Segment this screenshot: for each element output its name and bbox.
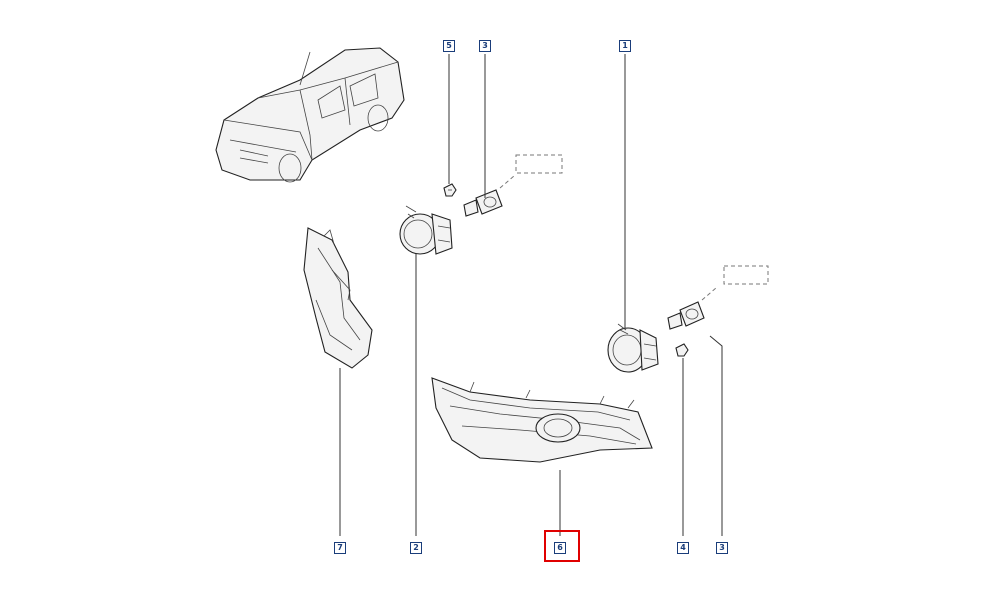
bezel-part-6 [431, 377, 653, 463]
callout-2[interactable]: 2 [410, 542, 422, 554]
leader-lines [339, 54, 723, 536]
bulb-part-3-bottom [667, 265, 769, 330]
fog-lamp-part-1 [607, 323, 659, 373]
screw-part-5 [443, 183, 457, 197]
callout-3-top[interactable]: 3 [479, 40, 491, 52]
callout-7[interactable]: 7 [334, 542, 346, 554]
callout-5[interactable]: 5 [443, 40, 455, 52]
callout-3-bottom[interactable]: 3 [716, 542, 728, 554]
bracket-part-7 [303, 227, 373, 369]
selected-callout-highlight[interactable] [544, 530, 580, 562]
callout-4[interactable]: 4 [677, 542, 689, 554]
bulb-part-3-top [463, 154, 563, 217]
fog-lamp-part-2 [399, 205, 453, 255]
car-illustration [215, 47, 405, 183]
screw-part-4 [675, 343, 689, 357]
callout-1[interactable]: 1 [619, 40, 631, 52]
callout-6[interactable]: 6 [554, 542, 566, 554]
